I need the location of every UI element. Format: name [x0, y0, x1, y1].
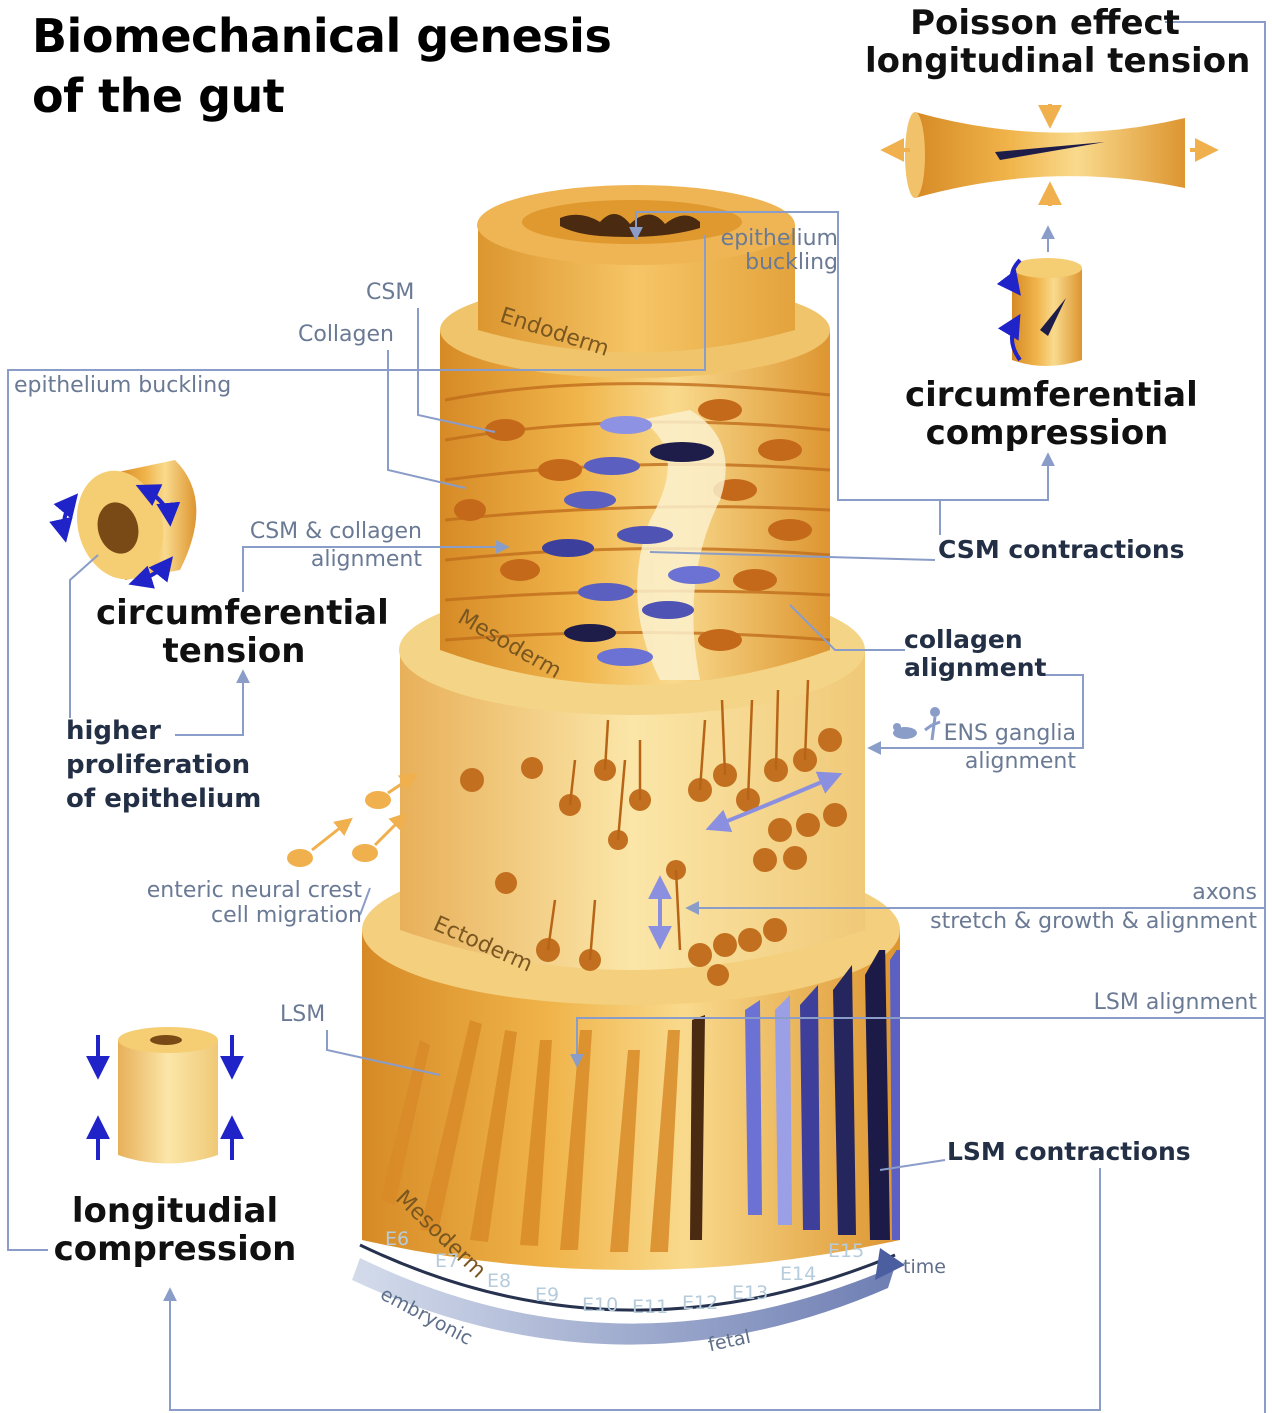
- poisson-line-2: longitudinal tension: [865, 42, 1225, 80]
- epithelium-buckling-left-label: epithelium buckling: [14, 373, 231, 398]
- poisson-cylinder-icon: [885, 104, 1214, 206]
- collagen-alignment-line-1: collagen: [904, 626, 1046, 654]
- epithelium-buckling-top-line-1: epithelium: [700, 227, 838, 251]
- axons-label: axons: [1100, 880, 1257, 905]
- page-title-line-2: of the gut: [32, 66, 611, 126]
- timeline-tick: E14: [780, 1263, 816, 1285]
- circumferential-compression-label: circumferential compression: [905, 376, 1189, 452]
- ens-ganglia-line-2: alignment: [940, 748, 1076, 776]
- page-title: Biomechanical genesis of the gut: [32, 6, 611, 126]
- circ-compression-line-2: compression: [905, 414, 1189, 452]
- circ-tension-cylinder-icon: [64, 460, 197, 589]
- circumferential-tension-label: circumferential tension: [96, 594, 372, 670]
- enteric-line-1: enteric neural crest: [130, 878, 362, 903]
- timeline-tick: E13: [732, 1282, 768, 1304]
- csm-collagen-alignment-label: CSM & collagen alignment: [232, 518, 422, 574]
- collagen-alignment-label: collagen alignment: [904, 626, 1046, 682]
- longitudinal-compression-cylinder-icon: [98, 1027, 232, 1164]
- page-title-line-1: Biomechanical genesis: [32, 6, 611, 66]
- higher-proliferation-label: higher proliferation of epithelium: [66, 714, 261, 816]
- stretch-growth-label: stretch & growth & alignment: [900, 909, 1257, 934]
- long-comp-line-1: longitudial: [52, 1192, 298, 1230]
- lsm-label: LSM: [280, 1002, 325, 1027]
- higher-prolif-line-3: of epithelium: [66, 782, 261, 816]
- time-label: time: [903, 1256, 946, 1278]
- timeline-tick: E9: [535, 1284, 559, 1306]
- ens-ganglia-icon: [893, 707, 940, 740]
- timeline-tick: E11: [632, 1296, 668, 1318]
- higher-prolif-line-2: proliferation: [66, 748, 261, 782]
- ens-ganglia-alignment-label: ENS ganglia alignment: [940, 720, 1076, 776]
- higher-prolif-line-1: higher: [66, 714, 261, 748]
- ens-ganglia-line-1: ENS ganglia: [940, 720, 1076, 748]
- poisson-effect-label: Poisson effect longitudinal tension: [865, 4, 1225, 80]
- circ-tension-line-1: circumferential: [96, 594, 372, 632]
- timeline-tick: E10: [582, 1294, 618, 1316]
- neural-crest-cells-icon: [287, 775, 415, 867]
- lsm-contractions-label: LSM contractions: [947, 1138, 1191, 1166]
- collagen-alignment-line-2: alignment: [904, 654, 1046, 682]
- csm-label: CSM: [366, 280, 414, 305]
- long-comp-line-2: compression: [52, 1230, 298, 1268]
- timeline-tick: E8: [487, 1270, 511, 1292]
- longitudinal-compression-label: longitudial compression: [52, 1192, 298, 1268]
- circ-tension-line-2: tension: [96, 632, 372, 670]
- timeline-tick: E12: [682, 1292, 718, 1314]
- collagen-label: Collagen: [298, 322, 394, 347]
- enteric-line-2: cell migration: [130, 903, 362, 928]
- csm-collagen-line-1: CSM & collagen: [232, 518, 422, 546]
- enteric-neural-crest-label: enteric neural crest cell migration: [130, 878, 362, 928]
- poisson-line-1: Poisson effect: [865, 4, 1225, 42]
- timeline-tick: E15: [828, 1240, 864, 1262]
- circ-compression-line-1: circumferential: [905, 376, 1189, 414]
- epithelium-buckling-top-label: epithelium buckling: [700, 227, 838, 275]
- timeline-tick: E6: [385, 1228, 409, 1250]
- lsm-alignment-label: LSM alignment: [1060, 990, 1257, 1015]
- circ-compression-cylinder-icon: [1012, 258, 1082, 366]
- epithelium-buckling-top-line-2: buckling: [700, 251, 838, 275]
- csm-collagen-line-2: alignment: [232, 546, 422, 574]
- timeline-tick: E7: [435, 1250, 459, 1272]
- csm-contractions-label: CSM contractions: [938, 536, 1185, 564]
